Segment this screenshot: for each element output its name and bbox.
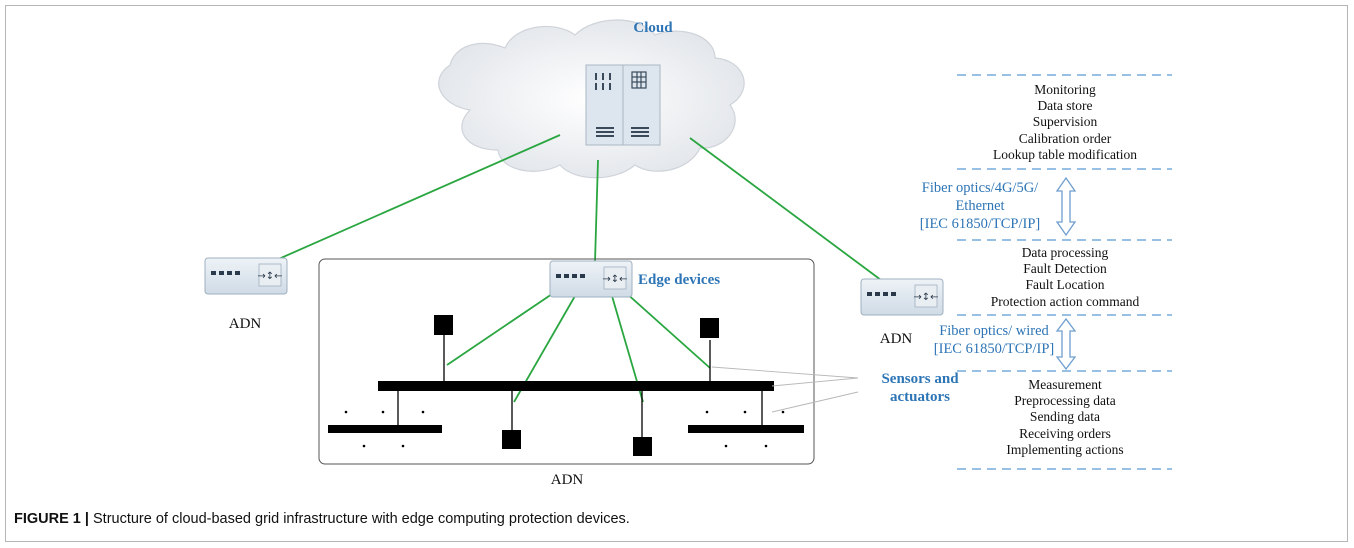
edge-device-center: →↕←	[549, 260, 633, 298]
cloud-function: Calibration order	[1018, 130, 1112, 146]
cloud-label: Cloud	[633, 20, 673, 36]
adn-left-label: ADN	[228, 316, 262, 332]
sensors-label-line2: actuators	[889, 389, 950, 405]
svg-text:→↕←: →↕←	[257, 271, 282, 282]
link-cloud-edge	[594, 159, 599, 263]
power-grid	[328, 315, 804, 456]
layer-separators	[957, 74, 1172, 470]
edge-function: Fault Detection	[1023, 261, 1107, 277]
edge-functions-list: Data processing Fault Detection Fault Lo…	[991, 245, 1139, 310]
caption-label: FIGURE 1 |	[14, 511, 89, 527]
svg-text:→↕←: →↕←	[602, 274, 627, 285]
sensors-actuators-label: Sensors and actuators	[881, 370, 958, 406]
load-2	[700, 318, 719, 338]
left-busbar	[328, 425, 442, 433]
cloud-server-icon	[585, 64, 661, 146]
edge-devices-label: Edge devices	[638, 272, 721, 288]
main-busbar	[378, 381, 774, 391]
edge-function: Data processing	[1021, 245, 1109, 260]
edge-function: Fault Location	[1025, 277, 1105, 293]
double-arrow-upper	[1055, 176, 1077, 237]
upper-link-line: Ethernet	[955, 198, 1005, 214]
caption-text: Structure of cloud-based grid infrastruc…	[88, 511, 630, 527]
upper-link-label: Fiber optics/4G/5G/ Ethernet [IEC 61850/…	[909, 179, 1051, 233]
adn-right-label: ADN	[879, 331, 913, 347]
link-cloud-left-adn	[264, 134, 561, 266]
cloud-function: Data store	[1037, 98, 1093, 114]
upper-link-line: Fiber optics/4G/5G/	[921, 180, 1039, 196]
cloud-function: Supervision	[1032, 114, 1098, 130]
upper-link-line: [IEC 61850/TCP/IP]	[919, 216, 1041, 232]
sensors-label-line1: Sensors and	[881, 371, 959, 387]
sensor-pointers	[711, 366, 859, 413]
adn-box	[318, 258, 815, 465]
lower-link-line: [IEC 61850/TCP/IP]	[933, 341, 1055, 357]
lower-link-line: Fiber optics/ wired	[939, 323, 1049, 339]
figure-frame	[5, 5, 1348, 542]
adn-bottom-label: ADN	[550, 472, 584, 488]
lower-link-label: Fiber optics/ wired [IEC 61850/TCP/IP]	[924, 322, 1064, 358]
device-function: Measurement	[1028, 377, 1102, 392]
edge-function: Protection action command	[990, 293, 1140, 309]
load-4	[633, 437, 652, 456]
right-busbar	[688, 425, 804, 433]
device-function: Receiving orders	[1019, 425, 1111, 441]
edge-device-right: →↕←	[860, 278, 944, 316]
device-function: Preprocessing data	[1014, 393, 1116, 409]
cloud-function: Lookup table modification	[993, 146, 1137, 162]
cloud-functions-list: Monitoring Data store Supervision Calibr…	[993, 82, 1137, 163]
link-edge-sensor-1	[446, 291, 556, 366]
figure-caption: FIGURE 1 | Structure of cloud-based grid…	[14, 511, 630, 527]
edge-device-left: →↕←	[204, 257, 288, 295]
device-functions-list: Measurement Preprocessing data Sending d…	[1006, 377, 1123, 458]
cloud-function: Monitoring	[1034, 82, 1096, 97]
device-function: Implementing actions	[1006, 441, 1124, 457]
double-arrow-lower	[1055, 317, 1077, 371]
link-edge-sensor-4	[624, 291, 711, 369]
device-function: Sending data	[1029, 409, 1101, 425]
link-cloud-right-adn	[689, 137, 886, 284]
load-3	[502, 430, 521, 449]
load-1	[434, 315, 453, 335]
svg-text:→↕←: →↕←	[913, 292, 938, 303]
